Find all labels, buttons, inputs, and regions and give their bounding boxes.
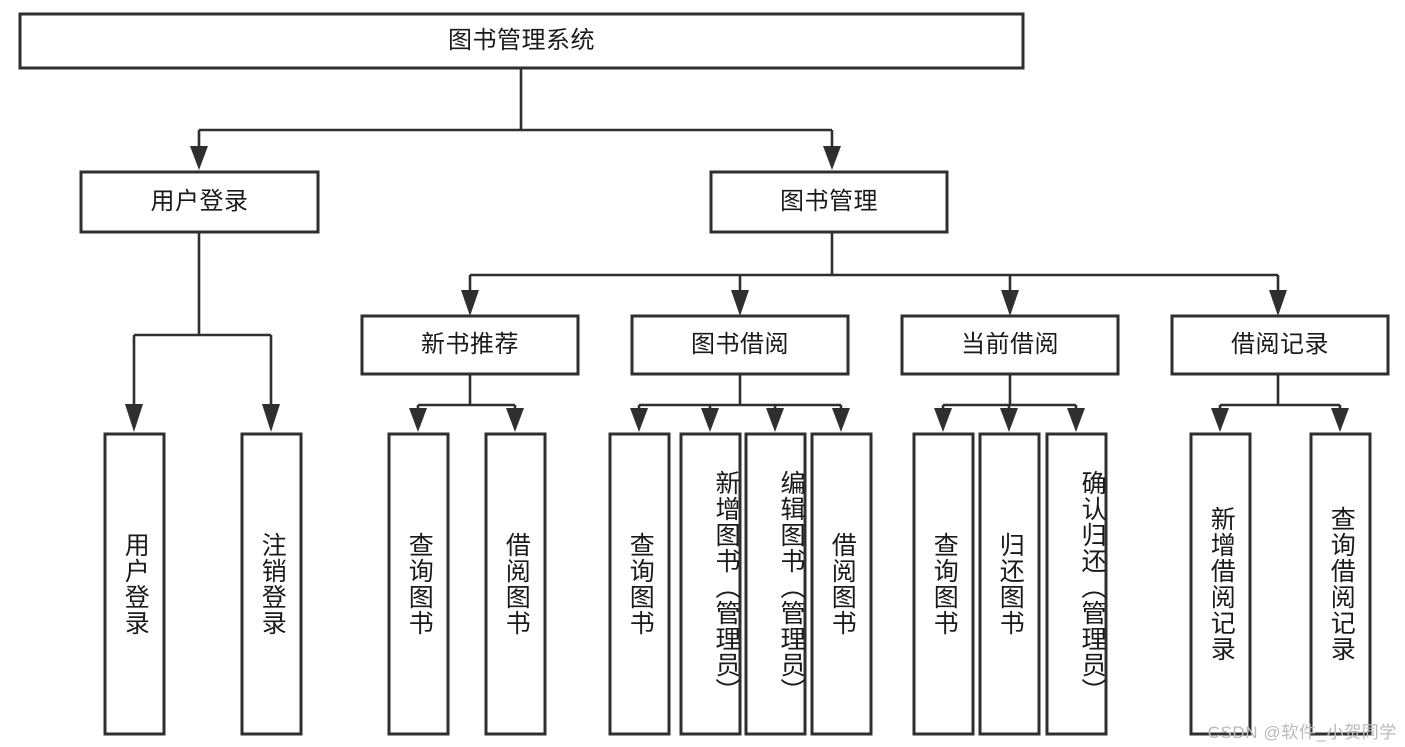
- arrow-to-leaf-logout-login: [262, 404, 280, 432]
- node-box-leaf-user-login[interactable]: [103, 432, 166, 736]
- connector-user-login-to-leaves: [132, 232, 273, 404]
- node-box-borrow-record[interactable]: [1170, 314, 1390, 376]
- node-box-leaf-return-book[interactable]: [978, 432, 1041, 736]
- arrow-to-leaf-borrow-book-1: [506, 408, 524, 432]
- arrow-to-leaf-return-book: [1000, 408, 1018, 432]
- connector-borrow-record-to-leaves: [1218, 374, 1342, 412]
- node-box-leaf-add-book[interactable]: [679, 432, 742, 736]
- arrow-to-book-management: [823, 146, 841, 170]
- arrow-to-new-book-recommend: [461, 290, 479, 316]
- connector-root-to-level2: [197, 68, 834, 148]
- arrow-to-leaf-borrow-book-2: [832, 408, 850, 432]
- arrow-to-current-borrow: [1001, 290, 1019, 316]
- node-box-leaf-query-book-2[interactable]: [608, 432, 671, 736]
- connector-book-borrow-to-leaves: [637, 374, 843, 412]
- node-box-leaf-add-record[interactable]: [1189, 432, 1252, 736]
- connector-book-management-to-level3: [468, 232, 1280, 292]
- node-box-leaf-borrow-book-2[interactable]: [810, 432, 873, 736]
- node-box-leaf-logout-login[interactable]: [240, 432, 303, 736]
- arrow-to-leaf-confirm-return: [1067, 408, 1085, 432]
- connector-new-book-recommend-to-leaves: [416, 374, 517, 412]
- connector-current-borrow-to-leaves: [941, 374, 1078, 412]
- arrow-to-borrow-record: [1269, 290, 1287, 316]
- node-box-current-borrow[interactable]: [900, 314, 1120, 376]
- node-box-leaf-query-book-1[interactable]: [387, 432, 450, 736]
- arrow-to-user-login: [190, 146, 208, 170]
- arrow-to-leaf-query-book-3: [934, 408, 952, 432]
- node-box-leaf-query-book-3[interactable]: [912, 432, 975, 736]
- node-box-leaf-edit-book[interactable]: [744, 432, 807, 736]
- arrow-to-leaf-query-record: [1331, 408, 1349, 432]
- watermark-text: CSDN @软件_小贺同学: [1207, 723, 1397, 742]
- arrow-to-leaf-query-book-1: [409, 408, 427, 432]
- arrow-to-leaf-edit-book: [766, 408, 784, 432]
- node-box-root[interactable]: [18, 12, 1025, 70]
- node-box-book-borrow[interactable]: [630, 314, 850, 376]
- arrow-to-leaf-add-record: [1211, 408, 1229, 432]
- arrow-to-book-borrow: [731, 290, 749, 316]
- node-box-book-management[interactable]: [709, 170, 949, 234]
- node-box-new-book-recommend[interactable]: [360, 314, 580, 376]
- node-box-leaf-confirm-return[interactable]: [1045, 432, 1108, 736]
- node-box-user-login[interactable]: [79, 170, 320, 234]
- arrow-to-leaf-add-book: [701, 408, 719, 432]
- node-box-leaf-borrow-book-1[interactable]: [484, 432, 547, 736]
- arrow-to-leaf-user-login: [125, 404, 143, 432]
- arrow-to-leaf-query-book-2: [630, 408, 648, 432]
- node-box-leaf-query-record[interactable]: [1309, 432, 1372, 736]
